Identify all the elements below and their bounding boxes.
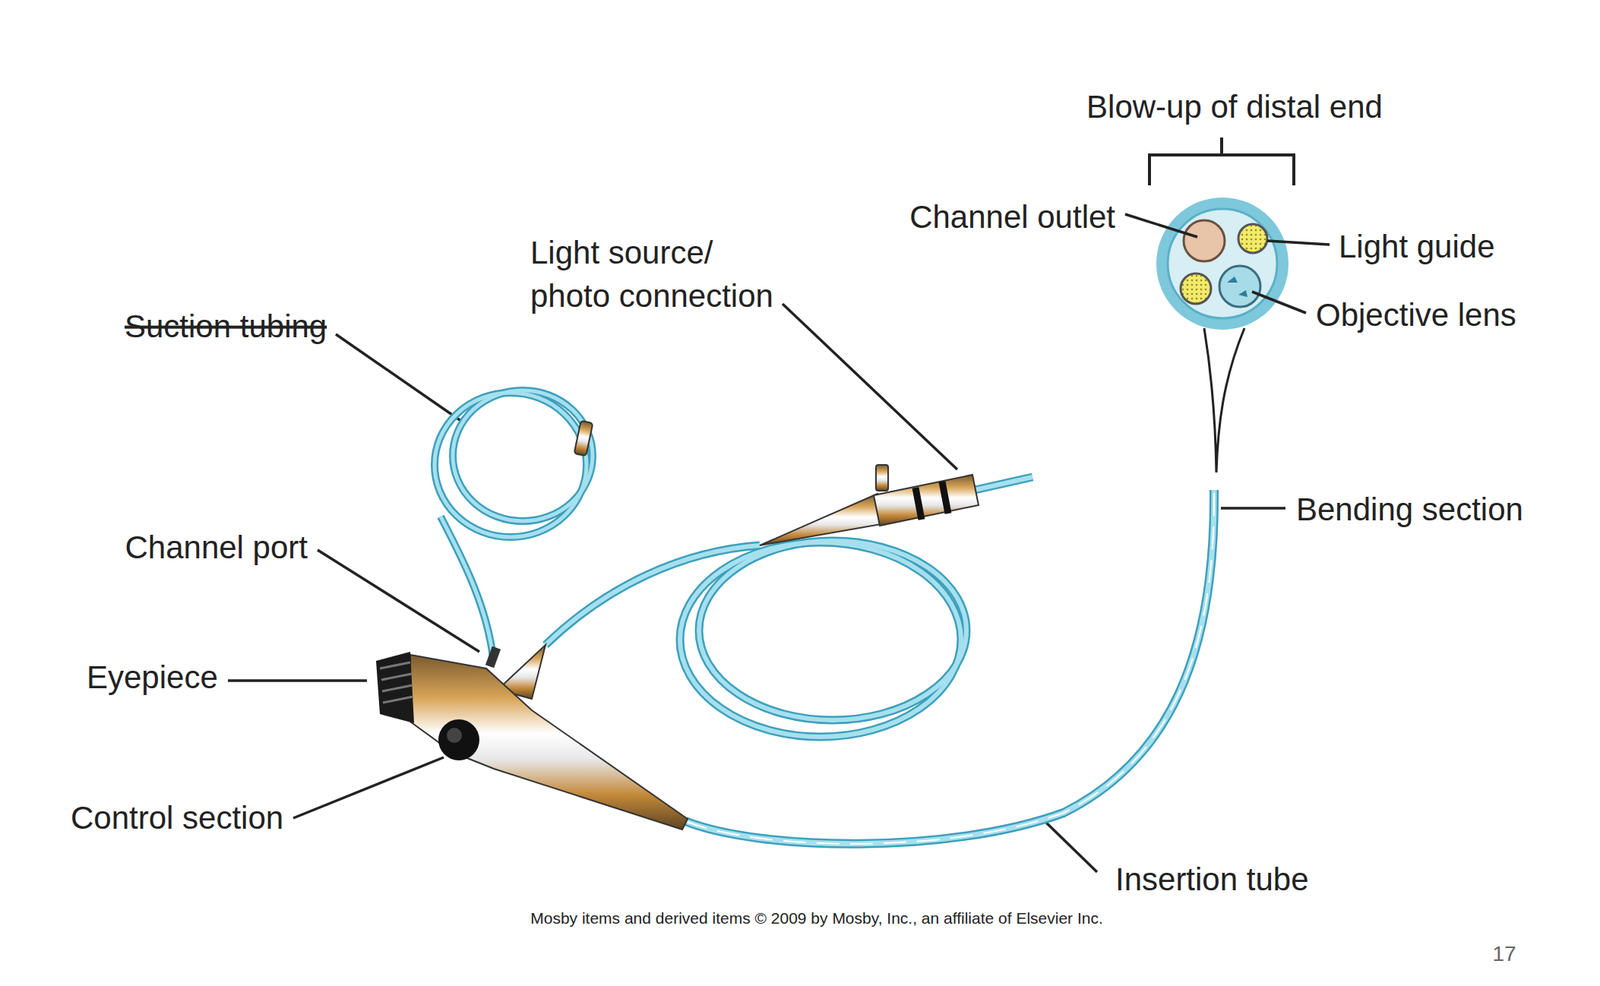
part-label: Insertion tube (1115, 858, 1310, 902)
part-label: Light guide (1338, 225, 1496, 269)
part-label: Eyepiece (86, 656, 219, 700)
suction-tubing (434, 390, 593, 658)
copyright-note: Mosby items and derived items © 2009 by … (530, 907, 1104, 930)
part-label: Objective lens (1315, 294, 1517, 338)
heading-label: Blow-up of distal end (1086, 85, 1383, 130)
part-label: Channel port (125, 526, 309, 570)
part-label: Channel outlet (909, 196, 1116, 240)
leader-lines (227, 214, 1330, 873)
page-number: 17 (1492, 939, 1516, 969)
part-label: Suction tubing (124, 305, 327, 349)
distal-end-blowup (1156, 197, 1289, 473)
umbilical-cord (545, 477, 1033, 737)
part-label: Bending section (1296, 488, 1524, 532)
insertion-tube (685, 490, 1215, 845)
part-label: Control section (70, 796, 284, 841)
part-label: Light source/ photo connection (530, 231, 785, 318)
bracket (1149, 137, 1294, 186)
control-section (376, 645, 688, 830)
light-source-connector (759, 464, 979, 546)
